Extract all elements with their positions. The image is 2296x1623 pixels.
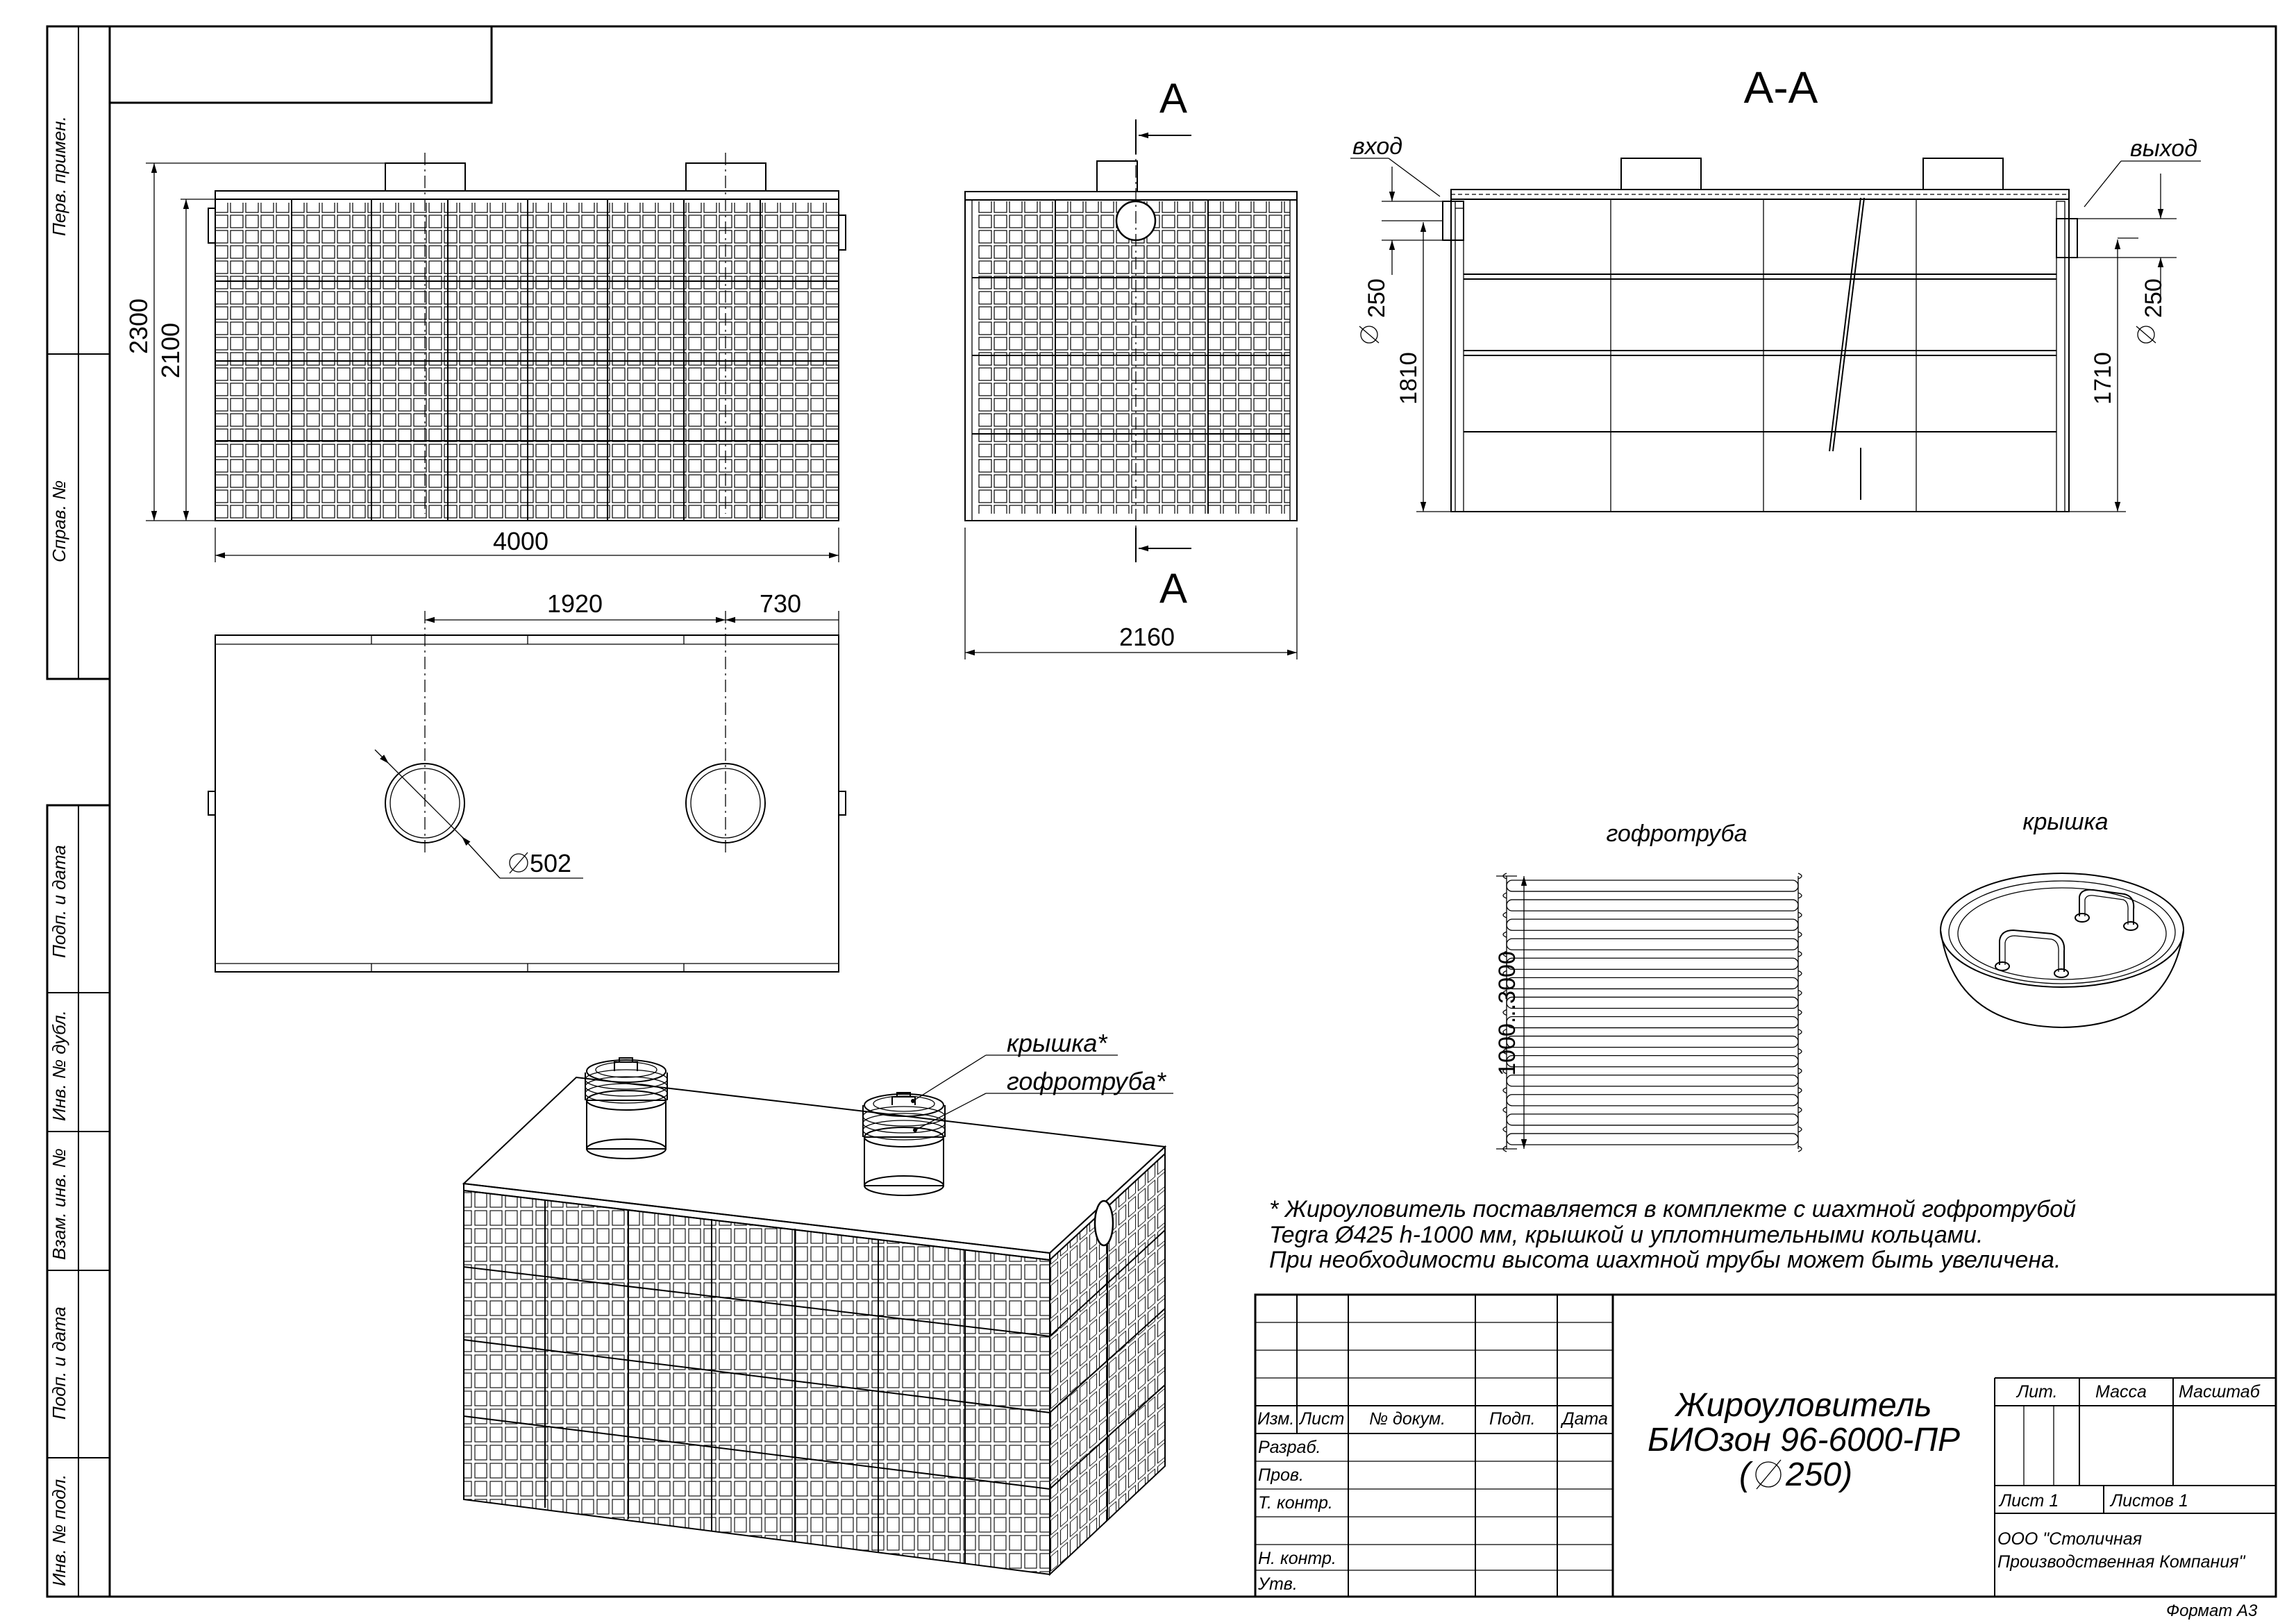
tb-list: Лист [1298, 1409, 1344, 1429]
inlet-label: вход [1352, 133, 1402, 160]
tb-sign: Подп. [1489, 1409, 1536, 1429]
front-view [146, 153, 846, 562]
dim-pipe-height: 1000...3000 [1494, 951, 1520, 1076]
stamp-podp-data-2: Подп. и дата [49, 1306, 69, 1420]
stamp-perv-primen: Перв. примен. [49, 116, 69, 236]
company-line-1: ООО "Столичная [1997, 1529, 2142, 1549]
tb-utv: Утв. [1257, 1574, 1298, 1594]
isometric-view [462, 1054, 1173, 1576]
product-name-line-3: 250) [1785, 1456, 1852, 1493]
title-block [1254, 1293, 2277, 1598]
tb-sheet: Лист 1 [1998, 1491, 2059, 1511]
dim-height-body: 2100 [156, 323, 185, 378]
side-stamps: Перв. примен. Справ. № Подп. и дата Инв.… [49, 116, 69, 1586]
diameter-symbol-icon [2136, 326, 2156, 344]
stamp-inv-dubl: Инв. № дубл. [49, 1010, 69, 1121]
tb-scale: Масштаб [2179, 1382, 2261, 1402]
stamp-inv-podl: Инв. № подл. [49, 1474, 69, 1586]
stamp-vzam-inv: Взам. инв. № [49, 1148, 69, 1260]
dim-hole-diameter: 502 [530, 849, 571, 877]
tb-lit: Лит. [2016, 1382, 2058, 1402]
dim-between-pipes: 1920 [547, 589, 603, 618]
sheet-frame [46, 25, 2277, 1598]
diameter-symbol-icon [1755, 1459, 1782, 1490]
tb-nkontr: Н. контр. [1258, 1549, 1336, 1568]
tb-prov: Пров. [1258, 1465, 1304, 1485]
section-title: А-А [1744, 62, 1818, 112]
tb-mass: Масса [2095, 1382, 2147, 1402]
tb-doc: № докум. [1369, 1409, 1446, 1429]
pipe-detail-label: гофротруба [1606, 821, 1747, 847]
tb-razrab: Разраб. [1258, 1438, 1321, 1457]
format-label: Формат А3 [2166, 1601, 2258, 1620]
stamp-podp-data-1: Подп. и дата [49, 845, 69, 958]
iso-pipe-label: гофротруба* [1007, 1067, 1166, 1095]
lid-drawing [1940, 873, 2184, 1029]
dim-outlet-height: 1710 [2090, 352, 2116, 405]
tb-sheets: Листов 1 [2109, 1491, 2188, 1511]
outlet-label: выход [2130, 135, 2197, 162]
dim-height-total: 2300 [124, 298, 153, 354]
iso-lid-label: крышка* [1007, 1029, 1107, 1057]
section-mark-top: А [1159, 75, 1187, 121]
diameter-symbol-icon [509, 852, 528, 874]
tb-date: Дата [1560, 1409, 1608, 1429]
top-view [208, 611, 846, 973]
tb-tkontr: Т. контр. [1258, 1493, 1333, 1513]
note-line-3: При необходимости высота шахтной трубы м… [1269, 1247, 2061, 1273]
lid-detail-label: крышка [2022, 809, 2108, 835]
tb-izm: Изм. [1257, 1409, 1294, 1429]
dim-outlet-diameter: 250 [2140, 278, 2167, 318]
dim-inlet-diameter: 250 [1364, 278, 1390, 318]
dim-side-width: 2160 [1119, 623, 1175, 651]
dim-inlet-height: 1810 [1396, 352, 1422, 405]
pipe-dimension [1496, 875, 1527, 1150]
dim-edge-730: 730 [760, 589, 801, 618]
diameter-symbol-icon [1359, 326, 1380, 344]
section-mark-bottom: А [1159, 565, 1187, 612]
stamp-sprav-no: Справ. № [49, 480, 69, 562]
top-corner-stamp [108, 25, 493, 104]
product-name-line-1: Жироуловитель [1675, 1387, 1932, 1424]
company-line-2: Производственная Компания" [1997, 1552, 2246, 1572]
note-line-1: * Жироуловитель поставляется в комплекте… [1269, 1196, 2076, 1222]
note-line-2: Tegra Ø425 h-1000 мм, крышкой и уплотнит… [1269, 1222, 1983, 1248]
section-aa-view [1350, 158, 2201, 512]
dim-width-4000: 4000 [493, 527, 548, 555]
side-view [964, 119, 1298, 659]
corrugated-pipe [1502, 873, 1802, 1152]
product-name-prefix: ( [1739, 1456, 1754, 1493]
product-name-line-2: БИОзон 96-6000-ПР [1648, 1422, 1960, 1458]
